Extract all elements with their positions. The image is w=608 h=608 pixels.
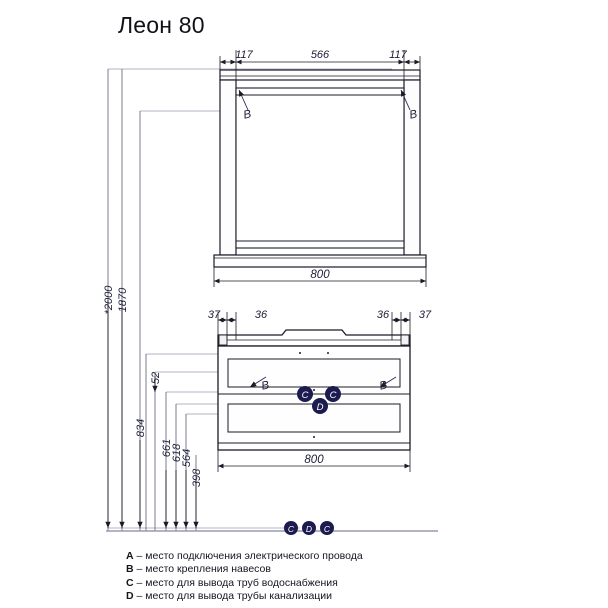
legend-key-c: C [126, 576, 134, 589]
vanity-marker-b-right: B [378, 379, 388, 392]
svg-text:D: D [317, 402, 324, 413]
vanity-countertop [217, 329, 411, 347]
mirror-marker-b-right: B [408, 108, 418, 121]
dim-mirror-117-left: 117 [235, 49, 253, 61]
dim-398: 398 [191, 468, 203, 487]
legend-dash-c: – [136, 576, 143, 589]
legend-text-c: место для вывода труб водоснабжения [145, 576, 338, 589]
legend: A – место подключения электрического про… [126, 550, 363, 603]
legend-text-b: место крепления навесов [145, 563, 271, 576]
legend-item-a: A – место подключения электрического про… [126, 550, 363, 563]
dim-vanity-36-right: 36 [377, 309, 390, 321]
legend-key-d: D [126, 589, 134, 602]
legend-key-b: B [126, 563, 134, 576]
legend-text-a: место подключения электрического провода [145, 550, 363, 562]
legend-key-a: A [126, 550, 134, 562]
legend-item-b: B – место крепления навесов [126, 563, 363, 576]
dim-52: 52 [150, 372, 162, 384]
floor-marker-d-center: D [302, 521, 316, 535]
dim-mirror-top-height: 1870 [117, 287, 129, 312]
circle-marker-c-right: C [325, 386, 341, 402]
dim-mirror-117-right: 117 [389, 49, 407, 61]
vanity-top-dimension-chain [217, 312, 411, 340]
svg-text:D: D [306, 524, 312, 534]
svg-text:C: C [302, 390, 309, 401]
svg-text:C: C [288, 524, 295, 534]
vanity-width-dimension [217, 450, 411, 472]
dim-vanity-37-right: 37 [419, 309, 432, 321]
legend-text-d: место для вывода трубы канализации [145, 589, 333, 602]
legend-item-d: D – место для вывода трубы канализации [126, 590, 363, 603]
mirror-top-dimension-chain [219, 50, 421, 90]
svg-text:C: C [330, 390, 337, 401]
dim-vanity-37-left: 37 [208, 309, 221, 321]
legend-item-c: C – место для вывода труб водоснабжения [126, 577, 363, 590]
dim-vanity-width: 800 [304, 454, 324, 466]
dim-mirror-566: 566 [311, 49, 330, 61]
dim-618: 618 [171, 443, 183, 462]
legend-dash-a: – [136, 550, 143, 562]
vanity-marker-leaders [249, 376, 397, 388]
mirror-cabinet-outline [213, 69, 427, 268]
vertical-dimension-labels: *2000 1870 834 52 661 618 564 398 [103, 285, 203, 487]
mirror-marker-leaders [238, 89, 411, 111]
svg-text:C: C [324, 524, 331, 534]
dim-overall-height: *2000 [103, 285, 115, 315]
mirror-top-dimension-labels: 117 566 117 [235, 49, 407, 61]
floor-marker-c-left: C [284, 521, 298, 535]
dim-counter-height: 834 [135, 419, 147, 437]
page-title: Леон 80 [118, 12, 205, 38]
vanity-top-dimension-labels: 37 36 36 37 [208, 309, 432, 321]
floor-marker-c-right: C [320, 521, 334, 535]
mirror-marker-b-left: B [242, 108, 252, 121]
mirror-width-dimension [213, 267, 427, 287]
floor-circle-markers: C D C [284, 521, 334, 535]
legend-dash-b: – [136, 563, 143, 576]
circle-marker-d-center: D [312, 398, 328, 414]
dim-mirror-width: 800 [310, 269, 330, 281]
dim-564: 564 [181, 449, 193, 467]
dim-661: 661 [161, 439, 173, 457]
vanity-marker-b-left: B [260, 379, 270, 392]
vanity-cabinet-outline [217, 345, 411, 451]
dim-vanity-36-left: 36 [255, 309, 268, 321]
circle-marker-c-left: C [297, 386, 313, 402]
vertical-dimension-arrows [105, 300, 199, 528]
legend-dash-d: – [136, 589, 143, 602]
vanity-circle-markers: C D C [297, 386, 341, 414]
